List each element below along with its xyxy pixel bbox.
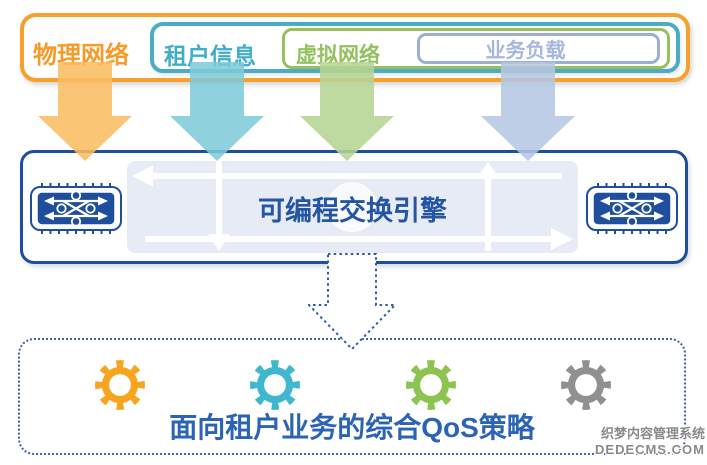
workload-label: 业务负载: [485, 40, 566, 62]
watermark-line1: 织梦内容管理系统: [600, 426, 705, 441]
switch-chip-icon: [586, 183, 678, 234]
switch-chip-icon: [30, 183, 122, 234]
physical-down-arrow-icon: [38, 62, 132, 161]
gear-icon: [561, 360, 611, 410]
workload-box: 业务负载: [417, 33, 660, 64]
tenant-info-box: [150, 22, 680, 73]
gear-icon: [250, 360, 300, 410]
dotted-down-arrow-icon: [308, 253, 396, 351]
gear-icon: [95, 360, 145, 410]
virtual-network-box: [282, 28, 670, 69]
qos-policy-label: 面向租户业务的综合QoS策略: [169, 412, 535, 443]
virtual-down-arrow-icon: [300, 62, 394, 161]
virtual-network-label: 虚拟网络: [296, 44, 380, 67]
switch-engine-label: 可编程交换引擎: [258, 196, 447, 226]
datapath-arrows-icon: [132, 161, 573, 251]
watermark-line2: DEDECMS.COM: [595, 442, 705, 457]
tenant-down-arrow-icon: [170, 62, 264, 161]
switch-engine-panel: [127, 161, 578, 253]
watermark: 织梦内容管理系统 DEDECMS.COM: [595, 426, 705, 458]
gear-icon: [406, 360, 456, 410]
workload-down-arrow-icon: [481, 62, 575, 161]
